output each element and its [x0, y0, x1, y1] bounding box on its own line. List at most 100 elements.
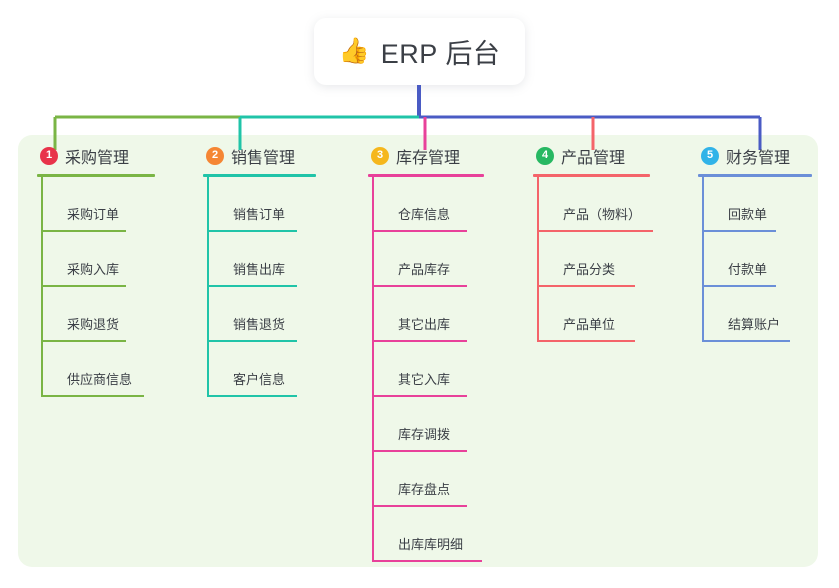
leaf-node[interactable]: 产品单位: [533, 287, 650, 342]
column-branch: 销售订单销售出库销售退货客户信息: [203, 177, 316, 397]
leaf-label: 回款单: [728, 207, 768, 222]
column-title: 库存管理: [396, 149, 461, 167]
leaf-rule: [372, 285, 467, 287]
column-header-4[interactable]: 4 产品管理: [533, 143, 650, 168]
leaf-rule: [372, 395, 467, 397]
leaf-rule: [537, 285, 635, 287]
column-branch: 产品（物料） 产品分类产品单位: [533, 177, 653, 342]
leaf-rule: [537, 340, 635, 342]
branch-spine: [207, 177, 209, 397]
column-4: 4 产品管理产品（物料） 产品分类产品单位: [533, 143, 653, 342]
root-node-content: 👍 ERP 后台: [339, 32, 501, 71]
leaf-label: 销售退货: [233, 317, 286, 332]
column-title: 财务管理: [726, 149, 791, 167]
leaf-rule: [41, 395, 144, 397]
leaf-label: 产品库存: [398, 262, 451, 277]
leaf-label: 其它入库: [398, 372, 451, 387]
branch-spine: [537, 177, 539, 342]
column-number-badge: 4: [536, 146, 554, 165]
column-number-badge: 1: [40, 146, 58, 165]
leaf-node[interactable]: 供应商信息: [37, 342, 155, 397]
leaf-rule: [207, 285, 297, 287]
leaf-node[interactable]: 采购入库: [37, 232, 155, 287]
leaf-node[interactable]: 销售订单: [203, 177, 316, 232]
leaf-node[interactable]: 销售出库: [203, 232, 316, 287]
leaf-label: 结算账户: [728, 317, 781, 332]
leaf-node[interactable]: 出库库明细: [368, 507, 484, 562]
leaf-node[interactable]: 销售退货: [203, 287, 316, 342]
column-header-5[interactable]: 5 财务管理: [698, 143, 812, 168]
leaf-node[interactable]: 库存调拨: [368, 397, 484, 452]
leaf-rule: [41, 230, 126, 232]
leaf-label: 销售订单: [233, 207, 286, 222]
leaf-node[interactable]: 其它入库: [368, 342, 484, 397]
column-number-badge: 2: [206, 146, 224, 165]
leaf-label: 产品分类: [563, 262, 616, 277]
column-5: 5 财务管理回款单付款单结算账户: [698, 143, 812, 342]
leaf-label: 供应商信息: [67, 372, 133, 387]
leaf-label: 仓库信息: [398, 207, 451, 222]
leaf-rule: [372, 505, 467, 507]
leaf-node[interactable]: 产品库存: [368, 232, 484, 287]
leaf-label: 采购退货: [67, 317, 120, 332]
leaf-label: 销售出库: [233, 262, 286, 277]
leaf-label: 库存盘点: [398, 482, 451, 497]
column-header-1[interactable]: 1 采购管理: [37, 143, 155, 168]
leaf-node[interactable]: 其它出库: [368, 287, 484, 342]
leaf-rule: [372, 560, 482, 562]
leaf-node[interactable]: 客户信息: [203, 342, 316, 397]
leaf-label: 其它出库: [398, 317, 451, 332]
diagram-panel: [18, 135, 818, 567]
leaf-node[interactable]: 结算账户: [698, 287, 812, 342]
root-title: ERP 后台: [380, 39, 501, 69]
leaf-node[interactable]: 采购退货: [37, 287, 155, 342]
column-1: 1 采购管理采购订单采购入库采购退货供应商信息: [37, 143, 155, 397]
column-number-badge: 5: [701, 146, 719, 165]
column-title: 产品管理: [561, 149, 626, 167]
leaf-rule: [702, 230, 776, 232]
leaf-node[interactable]: 付款单: [698, 232, 812, 287]
column-header-rule: [368, 174, 484, 177]
leaf-node[interactable]: 产品（物料）: [533, 177, 653, 232]
column-branch: 回款单付款单结算账户: [698, 177, 812, 342]
leaf-label: 付款单: [728, 262, 768, 277]
leaf-label: 出库库明细: [398, 537, 464, 552]
column-header-3[interactable]: 3 库存管理: [368, 143, 484, 168]
branch-spine: [41, 177, 43, 397]
column-number-badge: 3: [371, 146, 389, 165]
leaf-label: 采购订单: [67, 207, 120, 222]
leaf-rule: [702, 340, 790, 342]
thumbs-up-icon: 👍: [338, 37, 370, 65]
leaf-label: 客户信息: [233, 372, 286, 387]
leaf-rule: [207, 395, 297, 397]
branch-spine: [372, 177, 374, 562]
leaf-label: 采购入库: [67, 262, 120, 277]
root-node[interactable]: 👍 ERP 后台: [314, 18, 525, 85]
leaf-label: 产品单位: [563, 317, 616, 332]
column-3: 3 库存管理仓库信息产品库存其它出库其它入库库存调拨库存盘点出库库明细: [368, 143, 484, 562]
column-header-rule: [37, 174, 155, 177]
leaf-rule: [207, 340, 297, 342]
branch-spine: [702, 177, 704, 342]
leaf-rule: [702, 285, 776, 287]
leaf-rule: [207, 230, 297, 232]
leaf-rule: [41, 340, 126, 342]
column-title: 采购管理: [65, 149, 130, 167]
leaf-node[interactable]: 产品分类: [533, 232, 650, 287]
leaf-label: 产品（物料）: [563, 207, 642, 222]
column-header-rule: [203, 174, 316, 177]
leaf-rule: [372, 230, 467, 232]
leaf-rule: [41, 285, 126, 287]
leaf-node[interactable]: 采购订单: [37, 177, 155, 232]
column-branch: 仓库信息产品库存其它出库其它入库库存调拨库存盘点出库库明细: [368, 177, 484, 562]
column-header-rule: [698, 174, 812, 177]
leaf-node[interactable]: 回款单: [698, 177, 812, 232]
leaf-node[interactable]: 库存盘点: [368, 452, 484, 507]
leaf-rule: [537, 230, 653, 232]
leaf-rule: [372, 340, 467, 342]
leaf-label: 库存调拨: [398, 427, 451, 442]
leaf-node[interactable]: 仓库信息: [368, 177, 484, 232]
